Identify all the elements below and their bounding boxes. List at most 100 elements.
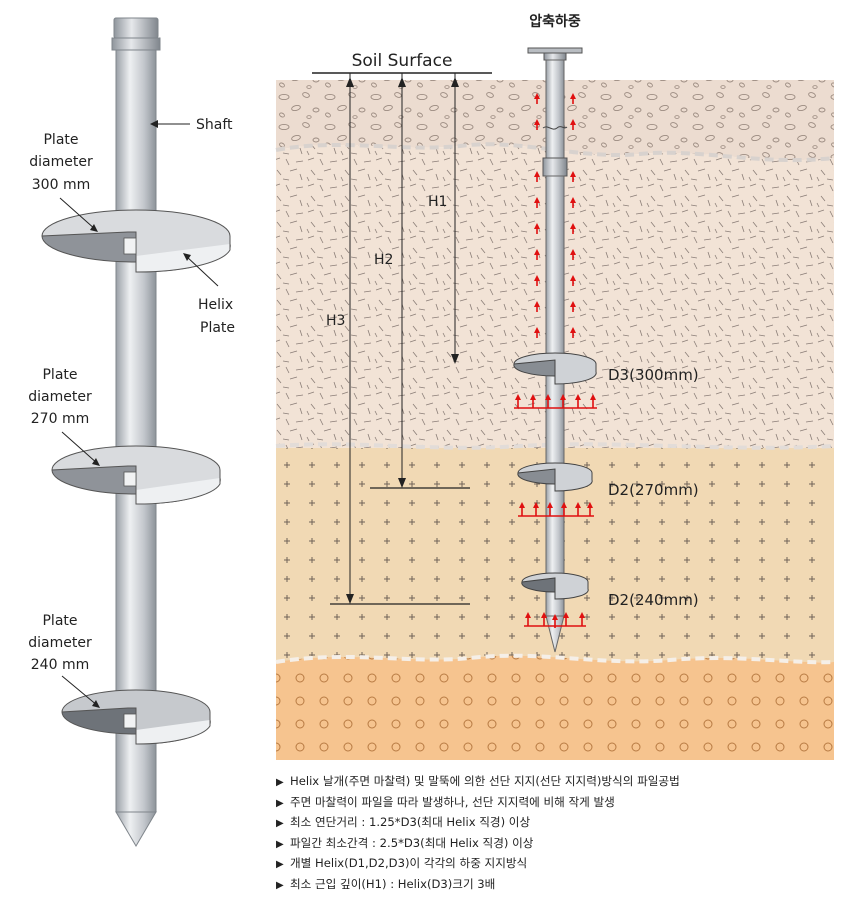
shaft-label: Shaft	[196, 117, 233, 133]
plate-270-label-line-1: Plate	[42, 367, 77, 383]
helix-plate-300	[41, 209, 231, 273]
plate-300-label-line-2: diameter	[29, 154, 93, 170]
friction-arrow	[570, 275, 576, 286]
note-text: Helix 날개(주면 마찰력) 및 말뚝에 의한 선단 지지(선단 지지력)방…	[290, 774, 680, 788]
h2-label: H2	[374, 252, 393, 268]
note-text: 주면 마찰력이 파일을 따라 발생하나, 선단 지지력에 비해 작게 발생	[290, 794, 615, 809]
bullet-icon: ▶	[276, 777, 284, 788]
bullet-icon: ▶	[276, 879, 284, 891]
friction-arrow	[534, 249, 540, 260]
plate-240-leader-arrowhead	[92, 700, 100, 708]
helix-plate-240	[61, 689, 211, 745]
helix-d2-upper	[517, 462, 593, 492]
bearing-arrow	[515, 394, 521, 408]
friction-arrow	[570, 119, 576, 130]
shaft-collar	[111, 37, 161, 51]
note-item: ▶ Helix 날개(주면 마찰력) 및 말뚝에 의한 선단 지지(선단 지지력)…	[276, 772, 856, 793]
bearing-arrow	[561, 502, 567, 516]
shaft-cap	[113, 17, 159, 39]
friction-arrow	[534, 119, 540, 130]
load-plate	[527, 47, 583, 54]
boundary-line-3	[275, 653, 835, 665]
right-pile: 압축하중 D3(300mm) D2(270mm) D2(240mm)	[513, 13, 699, 653]
friction-arrow	[534, 301, 540, 312]
force-arrows	[514, 93, 597, 628]
shaft-leader-arrowhead	[150, 120, 158, 128]
friction-arrow	[570, 327, 576, 338]
helix-leader-line	[185, 255, 219, 287]
notes-list: ▶ Helix 날개(주면 마찰력) 및 말뚝에 의한 선단 지지(선단 지지력)…	[276, 772, 856, 896]
plate-240-label-line-3: 240 mm	[31, 657, 89, 673]
helix-d2-upper-label: D2(270mm)	[608, 481, 699, 499]
bearing-arrow	[579, 612, 585, 626]
bullet-icon: ▶	[276, 797, 284, 809]
friction-arrow	[570, 171, 576, 182]
note-item: ▶ 최소 연단거리 : 1.25*D3(최대 Helix 직경) 이상	[276, 813, 856, 834]
bearing-arrow	[560, 394, 566, 408]
bullet-icon: ▶	[276, 818, 284, 830]
note-item: ▶ 개별 Helix(D1,D2,D3)이 각각의 하중 지지방식	[276, 854, 856, 875]
tip-bearing-arrow	[552, 614, 558, 628]
friction-arrow	[534, 275, 540, 286]
h1-label: H1	[428, 194, 447, 210]
bearing-arrow	[590, 394, 596, 408]
bearing-arrow	[575, 394, 581, 408]
note-text: 파일간 최소간격 : 2.5*D3(최대 Helix 직경) 이상	[290, 835, 534, 850]
helix-d2-lower	[521, 572, 589, 600]
plate-300-label-line-1: Plate	[43, 132, 78, 148]
bearing-arrow	[530, 394, 536, 408]
friction-arrow	[534, 197, 540, 208]
bearing-arrow	[587, 502, 593, 516]
friction-arrow	[534, 327, 540, 338]
note-text: 최소 근입 깊이(H1) : Helix(D3)크기 3배	[290, 876, 496, 891]
plate-300-leader-arrowhead	[90, 224, 98, 232]
plate-240-label-line-1: Plate	[42, 613, 77, 629]
bearing-arrow	[547, 502, 553, 516]
helix-label-line-2: Plate	[200, 320, 235, 336]
friction-arrow	[570, 197, 576, 208]
compression-load-label: 압축하중	[529, 13, 581, 30]
friction-arrow	[570, 93, 576, 104]
helix-leader-arrowhead	[183, 253, 191, 261]
bearing-arrow	[525, 612, 531, 626]
depth-markers: Soil Surface H1 H2 H3	[312, 51, 492, 605]
note-text: 개별 Helix(D1,D2,D3)이 각각의 하중 지지방식	[290, 856, 528, 871]
plate-240-leader-line	[61, 675, 99, 707]
friction-arrow	[570, 223, 576, 234]
friction-arrow	[570, 301, 576, 312]
boundary-line-2	[275, 442, 835, 450]
bearing-arrow	[575, 502, 581, 516]
pile-coupling	[542, 157, 568, 177]
plate-270-label-line-3: 270 mm	[31, 411, 89, 427]
helix-d3	[513, 352, 597, 385]
helix-label-line-1: Helix	[198, 297, 233, 313]
bearing-arrow	[519, 502, 525, 516]
bullet-icon: ▶	[276, 838, 284, 850]
note-item: ▶ 최소 근입 깊이(H1) : Helix(D3)크기 3배	[276, 875, 856, 896]
bearing-arrow	[541, 612, 547, 626]
pile-head	[543, 52, 567, 61]
pile-shaft-upper	[545, 59, 565, 159]
friction-arrow	[534, 223, 540, 234]
plate-270-label-line-2: diameter	[28, 389, 92, 405]
helix-d3-label: D3(300mm)	[608, 366, 699, 384]
note-item: ▶ 파일간 최소간격 : 2.5*D3(최대 Helix 직경) 이상	[276, 834, 856, 855]
plate-270-leader-line	[61, 431, 99, 465]
left-pile-figure: Shaft Helix Plate Plate diameter 300 mm …	[28, 17, 235, 847]
shaft	[115, 49, 157, 813]
plate-240-label-line-2: diameter	[28, 635, 92, 651]
plate-300-label-line-3: 300 mm	[32, 177, 90, 193]
helix-plate-270	[51, 445, 221, 505]
shaft-tip	[115, 811, 157, 847]
bullet-icon: ▶	[276, 859, 284, 871]
soil-surface-label: Soil Surface	[352, 51, 453, 71]
helix-d2-lower-label: D2(240mm)	[608, 591, 699, 609]
bearing-arrow	[545, 394, 551, 408]
plate-300-leader-line	[59, 197, 97, 231]
friction-arrow	[570, 249, 576, 260]
note-text: 최소 연단거리 : 1.25*D3(최대 Helix 직경) 이상	[290, 815, 531, 830]
h3-label: H3	[326, 313, 345, 329]
note-item: ▶ 주면 마찰력이 파일을 따라 발생하나, 선단 지지력에 비해 작게 발생	[276, 793, 856, 814]
friction-arrow	[534, 171, 540, 182]
